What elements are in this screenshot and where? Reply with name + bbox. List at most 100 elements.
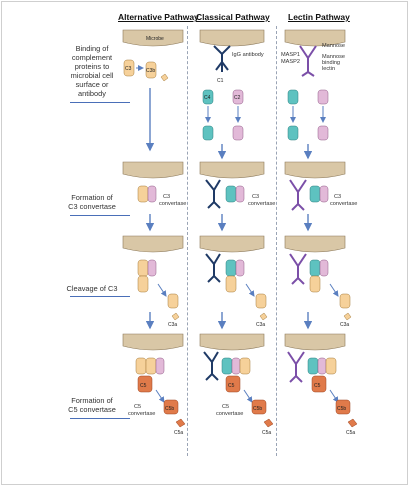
c5b-label: C5b <box>337 406 346 412</box>
c3b-molecule <box>145 61 157 79</box>
c3-convertase-label-line: convertase <box>330 201 357 207</box>
microbe-shape <box>199 161 265 179</box>
c3-convertase-label-line: convertase <box>248 201 275 207</box>
c5-convertase-label-line: convertase <box>216 411 243 417</box>
c3-convertase-label-line: C3 <box>334 194 341 200</box>
c5-label: C5 <box>140 383 147 389</box>
c4-label: C4 <box>204 95 211 101</box>
c3a-fragment <box>259 312 268 321</box>
column-title-classical: Classical Pathway <box>196 12 270 22</box>
stage-binding-line: antibody <box>78 89 106 98</box>
c3-molecule <box>225 275 237 293</box>
c5b-molecule <box>335 399 351 415</box>
arrow <box>157 283 167 297</box>
c3-molecule <box>137 275 149 293</box>
c5-molecule <box>225 375 241 393</box>
stage-binding-line: Binding of <box>75 44 109 53</box>
igg-label: IgG antibody <box>232 52 264 58</box>
c4b-molecule <box>225 259 237 277</box>
masp2-label: MASP2 <box>281 59 300 65</box>
c3a-fragment <box>343 312 352 321</box>
c4b-molecule <box>202 125 214 141</box>
c2-molecule <box>232 89 244 105</box>
c4b-molecule <box>287 125 299 141</box>
c5a-label: C5a <box>346 430 355 436</box>
arrow <box>245 283 255 297</box>
stage-cleavage: Cleavage of C3 <box>62 284 130 297</box>
bb-molecule <box>147 259 157 277</box>
c3-molecule <box>123 59 135 77</box>
arrow <box>155 389 165 403</box>
c2a-molecule <box>319 185 329 203</box>
stage-binding-line: microbial cell <box>70 71 114 80</box>
mannose-binding-lectin-shape <box>287 351 305 383</box>
c5a-fragment <box>347 418 358 428</box>
c5a-fragment <box>175 418 186 428</box>
stage-binding: Binding of complement proteins to microb… <box>62 44 130 103</box>
stage-convertase: Formation of C3 convertase <box>62 193 130 216</box>
divider-alt-classical <box>187 26 188 456</box>
c2a-molecule <box>231 357 241 375</box>
stage-c5-convertase: Formation of C5 convertase <box>62 396 130 419</box>
c5b-label: C5b <box>253 406 262 412</box>
igg-antibody-shape <box>203 351 219 381</box>
arrow <box>329 389 339 403</box>
c3a-label: C3a <box>340 322 349 328</box>
stage-c5-line: C5 convertase <box>68 405 116 414</box>
c3-convertase-label-line: C3 <box>252 194 259 200</box>
microbe-shape <box>122 333 184 351</box>
mannose-binding-lectin-shape <box>289 253 307 285</box>
c5-label: C5 <box>228 383 235 389</box>
microbe-shape <box>284 235 346 253</box>
mbl-label-line: lectin <box>322 66 335 72</box>
igg-antibody-shape <box>205 179 221 209</box>
c3b-molecule <box>255 293 267 309</box>
c5-molecule <box>137 375 153 393</box>
c5-convertase-label-line: C5 <box>134 404 141 410</box>
microbe-shape <box>199 333 265 351</box>
c3b-molecule <box>137 259 149 277</box>
c3b-molecule <box>325 357 337 375</box>
mannose-binding-lectin-shape <box>299 45 317 77</box>
microbe-shape <box>122 161 184 179</box>
c2-molecule <box>317 89 329 105</box>
stage-binding-line: proteins to <box>74 62 110 71</box>
stage-binding-line: complement <box>71 53 113 62</box>
microbe-shape <box>284 161 346 179</box>
c5a-fragment <box>263 418 274 428</box>
stage-rule <box>70 296 130 297</box>
c2a-molecule <box>235 259 245 277</box>
c3-convertase-label-line: C3 <box>163 194 170 200</box>
c5a-label: C5a <box>262 430 271 436</box>
c4-molecule <box>287 89 299 105</box>
c3b-molecule <box>239 357 251 375</box>
c3b-label: C3b <box>146 68 155 74</box>
c5-convertase-label-line: C5 <box>222 404 229 410</box>
c2a-molecule <box>319 259 329 277</box>
mannose-label: Mannose <box>322 43 345 49</box>
stage-rule <box>70 102 130 103</box>
c5-label: C5 <box>314 383 321 389</box>
bb-molecule <box>155 357 165 375</box>
c1-label: C1 <box>217 78 224 84</box>
c2a-molecule <box>317 357 327 375</box>
microbe-shape <box>199 235 265 253</box>
igg-antibody-shape <box>205 253 221 283</box>
microbe-label: Microbe <box>146 36 164 42</box>
c5-convertase-label-line: convertase <box>128 411 155 417</box>
c2a-molecule <box>317 125 329 141</box>
c5b-molecule <box>251 399 267 415</box>
c2a-molecule <box>235 185 245 203</box>
c3b-molecule <box>167 293 179 309</box>
c5a-label: C5a <box>174 430 183 436</box>
arrow <box>329 283 339 297</box>
c4b-molecule <box>307 357 319 375</box>
c4b-molecule <box>309 259 321 277</box>
c4b-molecule <box>309 185 321 203</box>
column-title-lectin: Lectin Pathway <box>288 12 350 22</box>
c4b-molecule <box>221 357 233 375</box>
c2a-molecule <box>232 125 244 141</box>
c5b-label: C5b <box>165 406 174 412</box>
c3b-molecule <box>135 357 147 375</box>
stage-rule <box>70 215 130 216</box>
